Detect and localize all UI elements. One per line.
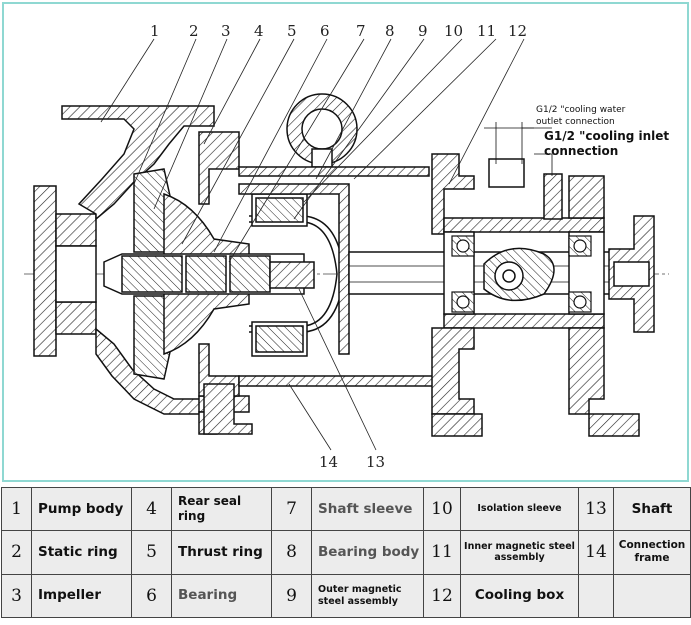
callout-5: 5	[287, 22, 297, 40]
legend-num: 9	[271, 573, 312, 619]
connection-dimension-marks	[484, 122, 553, 176]
legend-num: 13	[578, 486, 614, 532]
legend-num: 14	[578, 530, 614, 575]
inlet-note-line2: connection	[544, 144, 618, 158]
callout-10: 10	[444, 22, 463, 40]
pump-sectional-drawing: 1 2 3 4 5 6 7 8 9 10 11 12 13 14 G1/2 "c…	[2, 2, 689, 482]
legend-label	[613, 573, 691, 619]
impeller	[163, 192, 250, 356]
legend-label: Inner magnetic steel assembly	[460, 530, 579, 575]
callout-12: 12	[508, 22, 527, 40]
impeller-nut	[103, 253, 315, 295]
legend-label: Rear seal ring	[171, 486, 272, 532]
outlet-note-line1: G1/2 "cooling water	[536, 105, 626, 115]
callout-13: 13	[366, 453, 385, 471]
legend-label: Connection frame	[613, 530, 691, 575]
legend-label: Cooling box	[460, 573, 579, 619]
legend-label: Impeller	[31, 573, 132, 619]
legend-label: Pump body	[31, 486, 132, 532]
inlet-flange	[33, 185, 97, 357]
legend-label: Thrust ring	[171, 530, 272, 575]
callout-11: 11	[477, 22, 496, 40]
legend-label: Outer magnetic steel assembly	[311, 573, 424, 619]
legend-row-1: 1 Pump body 4 Rear seal ring 7 Shaft sle…	[1, 486, 691, 532]
legend-label: Bearing body	[311, 530, 424, 575]
outer-magnet-assembly	[238, 183, 350, 357]
callout-3: 3	[221, 22, 231, 40]
coupling-end	[608, 215, 655, 333]
legend-row-2: 2 Static ring 5 Thrust ring 8 Bearing bo…	[1, 530, 691, 575]
outlet-note-line2: outlet connection	[536, 117, 615, 127]
legend-num: 2	[1, 530, 32, 575]
cooling-connection-notes: G1/2 "cooling water outlet connection G1…	[536, 105, 669, 158]
legend-num: 6	[131, 573, 172, 619]
callout-9: 9	[418, 22, 428, 40]
inlet-note-line1: G1/2 "cooling inlet	[544, 129, 669, 143]
legend-num: 5	[131, 530, 172, 575]
legend-num: 8	[271, 530, 312, 575]
legend-label: Shaft	[613, 486, 691, 532]
legend-row-3: 3 Impeller 6 Bearing 9 Outer magnetic st…	[1, 573, 691, 619]
legend-label: Bearing	[171, 573, 272, 619]
cooling-box	[431, 153, 640, 437]
legend-num: 1	[1, 486, 32, 532]
callout-4: 4	[254, 22, 264, 40]
callout-6: 6	[320, 22, 330, 40]
legend-num: 3	[1, 573, 32, 619]
connection-frame	[203, 166, 445, 435]
bearings	[451, 235, 592, 313]
callout-1: 1	[150, 22, 160, 40]
callout-8: 8	[385, 22, 395, 40]
legend-label: Static ring	[31, 530, 132, 575]
parts-legend-table: 1 Pump body 4 Rear seal ring 7 Shaft sle…	[1, 486, 691, 619]
lifting-eye	[286, 93, 358, 168]
legend-num: 4	[131, 486, 172, 532]
legend-num: 12	[423, 573, 461, 619]
callout-2: 2	[189, 22, 199, 40]
callout-7: 7	[356, 22, 366, 40]
legend-num: 7	[271, 486, 312, 532]
legend-label: Shaft sleeve	[311, 486, 424, 532]
pump-cross-section-svg: 1 2 3 4 5 6 7 8 9 10 11 12 13 14 G1/2 "c…	[24, 22, 669, 471]
legend-label: Isolation sleeve	[460, 486, 579, 532]
callout-numbers: 1 2 3 4 5 6 7 8 9 10 11 12 13 14	[150, 22, 527, 471]
legend-num	[578, 573, 614, 619]
leader-lines	[100, 38, 525, 451]
callout-14: 14	[319, 453, 338, 471]
legend-num: 10	[423, 486, 461, 532]
legend-num: 11	[423, 530, 461, 575]
